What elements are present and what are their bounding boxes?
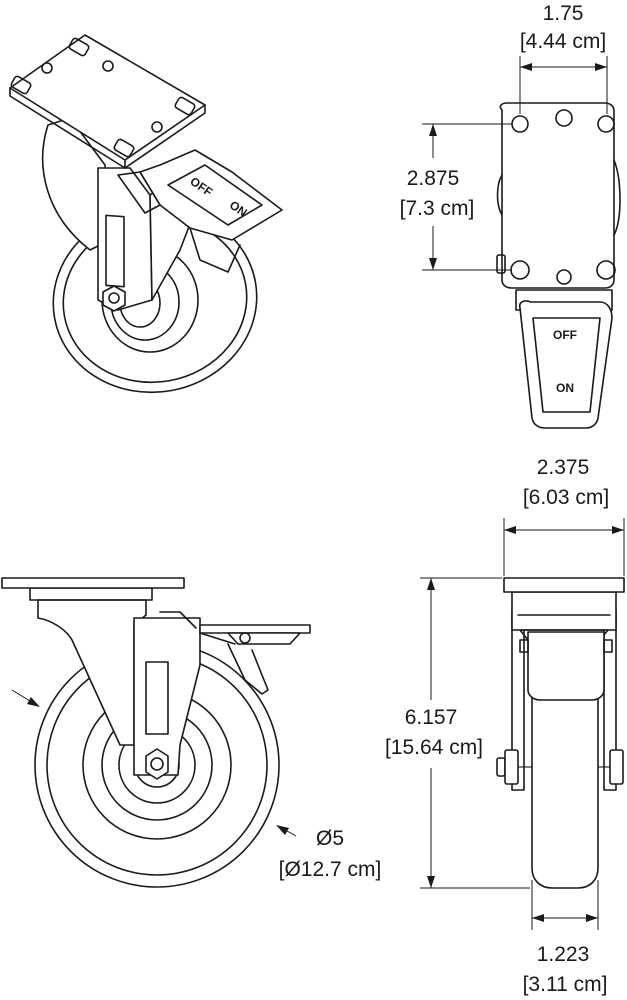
top-brake-on-label: ON <box>556 381 574 395</box>
dim-bolt-width-inch: 1.75 <box>543 2 584 25</box>
dim-bolt-width-cm: [4.44 cm] <box>520 30 606 53</box>
side-fork <box>133 611 201 776</box>
top-view: OFF ON 1.75 [4.44 cm] 2.875 [7.3 cm] <box>400 2 621 429</box>
side-view: Ø5 [Ø12.7 cm] <box>1 577 382 888</box>
dim-bolt-length-inch: 2.875 <box>407 167 460 190</box>
dimension-bolt-spacing-length: 2.875 [7.3 cm] <box>400 123 512 271</box>
dim-wheel-diameter-inch: Ø5 <box>316 827 344 850</box>
iso-brake-pedal: OFF ON <box>117 149 283 273</box>
iso-axle-nut <box>102 285 126 312</box>
front-axle <box>496 749 624 785</box>
dimension-plate-width: 2.375 [6.03 cm] <box>503 456 625 576</box>
dimension-overall-height: 6.157 [15.64 cm] <box>385 577 530 889</box>
dim-wheel-width-cm: [3.11 cm] <box>523 973 608 996</box>
dim-plate-width-cm: [6.03 cm] <box>523 486 609 509</box>
side-axle-nut <box>145 748 169 780</box>
dim-bolt-length-cm: [7.3 cm] <box>400 197 475 220</box>
dim-plate-width-inch: 2.375 <box>537 456 590 479</box>
dimension-wheel-diameter: Ø5 [Ø12.7 cm] <box>11 689 382 881</box>
front-brake-pedal <box>519 631 613 701</box>
dim-wheel-diameter-cm: [Ø12.7 cm] <box>279 858 382 881</box>
isometric-view: OFF ON <box>9 34 283 394</box>
iso-top-plate <box>9 34 206 169</box>
front-top-plate <box>503 577 625 593</box>
dimension-wheel-width: 1.223 [3.11 cm] <box>523 880 608 996</box>
side-brake-pedal <box>199 624 311 695</box>
dim-wheel-width-inch: 1.223 <box>537 943 590 966</box>
side-top-plate <box>1 577 185 589</box>
front-view: 2.375 [6.03 cm] 6.157 [15.64 cm] 1.223 [… <box>385 456 625 996</box>
top-brake-pedal: OFF ON <box>515 289 613 429</box>
dim-overall-height-inch: 6.157 <box>405 706 458 729</box>
dim-overall-height-cm: [15.64 cm] <box>385 736 483 759</box>
dimension-bolt-spacing-width: 1.75 [4.44 cm] <box>519 2 608 114</box>
top-brake-off-label: OFF <box>553 328 577 342</box>
